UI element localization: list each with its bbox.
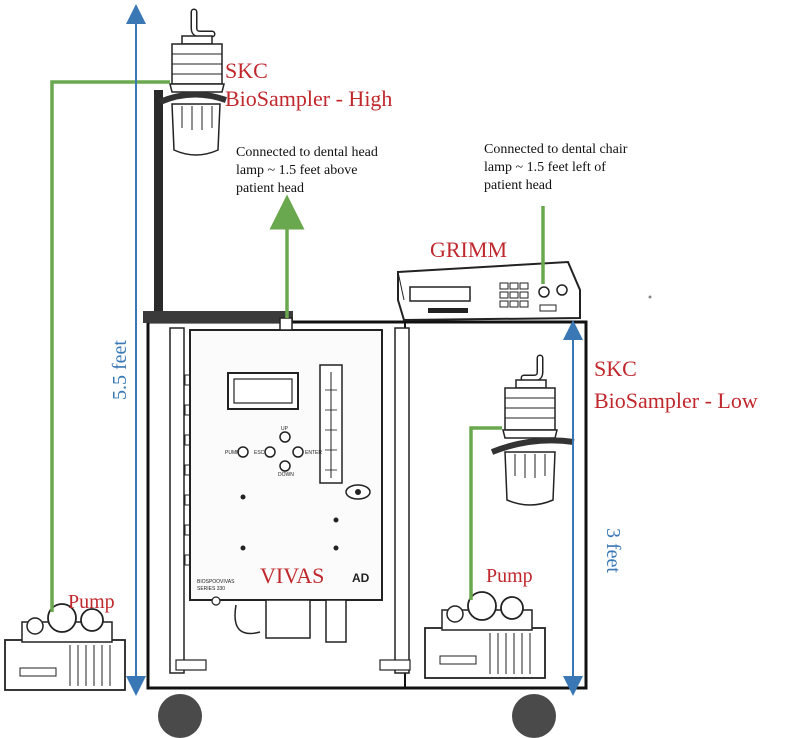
sampler-pole bbox=[154, 90, 163, 312]
skc-high-label-1: SKC bbox=[225, 58, 268, 83]
head-lamp-note-2: lamp ~ 1.5 feet above bbox=[236, 163, 357, 178]
chair-lamp-note-2: lamp ~ 1.5 feet left of bbox=[484, 160, 606, 175]
pump-right-icon bbox=[424, 591, 546, 679]
skc-high-label-2: BioSampler - High bbox=[225, 86, 392, 111]
vivas-label: VIVAS bbox=[260, 563, 324, 588]
tube-low-sampler bbox=[469, 426, 502, 600]
pump-left-label: Pump bbox=[68, 591, 115, 613]
chair-lamp-note-1: Connected to dental chair bbox=[484, 142, 628, 157]
head-lamp-note-1: Connected to dental head bbox=[236, 145, 378, 160]
skc-low-label-1: SKC bbox=[594, 356, 637, 381]
svg-text:DOWN: DOWN bbox=[278, 472, 294, 478]
skc-low-label-2: BioSampler - Low bbox=[594, 388, 758, 413]
vivas-device: PUMP ESC UP ENTER DOWN BIOSPOOVIVAS SERIES… bbox=[169, 317, 411, 674]
chair-lamp-note-3: patient head bbox=[484, 178, 552, 193]
grimm-device bbox=[397, 260, 581, 322]
svg-text:BIOSPOOVIVAS: BIOSPOOVIVAS bbox=[197, 579, 235, 585]
svg-text:AD: AD bbox=[352, 571, 370, 585]
pole-shelf bbox=[143, 311, 293, 323]
biosampler-high-icon bbox=[158, 8, 227, 156]
pump-right-label: Pump bbox=[486, 565, 533, 587]
svg-text:SERIES 330: SERIES 330 bbox=[197, 586, 225, 592]
height-label-right: 3 feet bbox=[602, 528, 624, 573]
grimm-label: GRIMM bbox=[430, 237, 507, 262]
biosampler-low-icon bbox=[490, 354, 575, 506]
wheel-left bbox=[158, 694, 202, 738]
cart-wheels bbox=[158, 694, 556, 738]
svg-text:ESC: ESC bbox=[254, 450, 265, 456]
wheel-right bbox=[512, 694, 556, 738]
height-label-left: 5.5 feet bbox=[109, 340, 131, 400]
head-lamp-note-3: patient head bbox=[236, 181, 304, 196]
svg-text:PUMP: PUMP bbox=[225, 450, 240, 456]
svg-text:ENTER: ENTER bbox=[305, 450, 322, 456]
svg-text:UP: UP bbox=[281, 426, 289, 432]
pump-left-icon bbox=[4, 603, 126, 691]
